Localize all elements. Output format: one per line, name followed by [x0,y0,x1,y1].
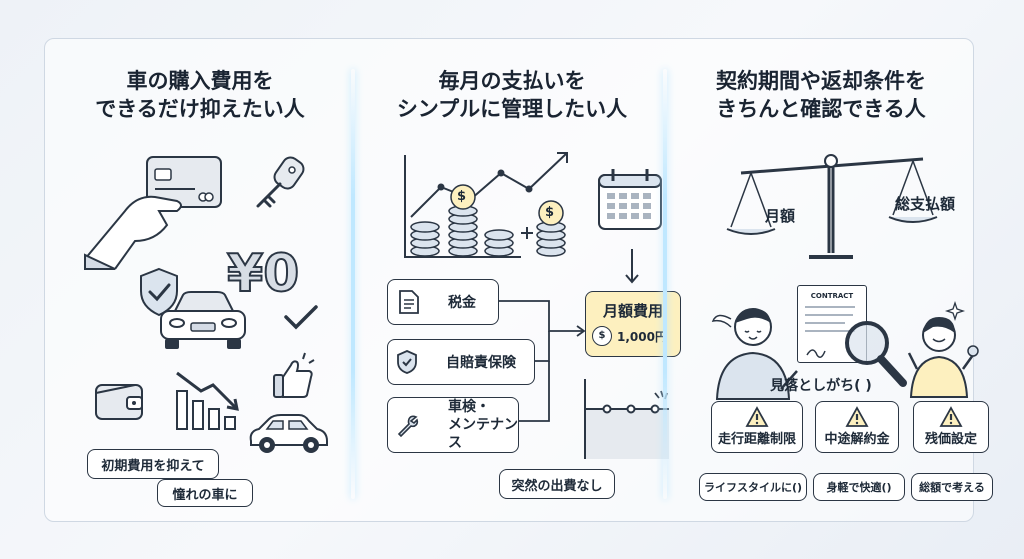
warning-mileage-limit: 走行距離制限 [711,401,803,453]
separator-1 [351,69,355,499]
warning-cancellation-fee: 中途解約金 [815,401,899,453]
cost-item-tax: 税金 [387,279,499,325]
coin-symbol-1: $ [457,189,467,204]
wrench-icon [397,415,419,438]
warning-icon [845,406,869,427]
cost-item-inspection: 車検・ メンテナンス [387,397,519,453]
monthly-amount-text: 1,000円 [617,329,667,344]
note-light-comfort: 身軽で快適() [813,473,905,501]
callout-initial-cost: 初期費用を抑えて [87,449,219,479]
balance-scale-icon [726,154,938,259]
oversight-label: 見落としがち( ) [770,378,872,394]
thumbs-up-icon [273,352,315,398]
monthly-cost-amount: $ 1,000円 [592,326,667,346]
column-monthly-payment: 毎月の支払いを シンプルに管理したい人 $ $ [357,39,681,521]
cost-item-insurance: 自賠責保険 [387,339,535,385]
person-left-icon [711,308,798,400]
price-zero-mark: ¥0 [226,243,300,305]
column-3-title: 契約期間や返却条件を きちんと確認できる人 [669,67,973,123]
cost-item-tax-label: 税金 [448,295,476,311]
column-purchase-cost: 車の購入費用を できるだけ抑えたい人 ¥0 [45,39,355,521]
monthly-cost-label: 月額費用 [602,302,663,320]
warning-residual-value: 残価設定 [913,401,989,453]
column-1-title: 車の購入費用を できるだけ抑えたい人 [45,67,355,123]
car-side-icon [249,414,328,453]
column-1-title-line-2: できるだけ抑えたい人 [95,97,305,121]
magnifier-icon [845,321,907,387]
arrow-down-icon [625,249,639,284]
coin-symbol-2: $ [545,205,555,220]
calendar-icon [598,169,662,230]
declining-bars-icon [176,371,239,430]
column-3-title-line-1: 契約期間や返却条件を [716,69,926,93]
separator-2 [663,69,667,499]
coin-icon: $ [592,326,612,346]
note-total-cost: 総額で考える [911,473,993,501]
column-contract-terms: 契約期間や返却条件を きちんと確認できる人 月額 総支払額 CONT [669,39,993,521]
warning-cancellation-label: 中途解約金 [824,432,890,447]
document-icon [399,290,419,314]
warning-mileage-label: 走行距離制限 [717,432,796,447]
column-3-title-line-2: きちんと確認できる人 [716,97,926,121]
warning-icon [745,406,769,427]
checkmark-icon [284,305,318,330]
hand-card-icon [84,156,222,270]
callout-no-surprise-cost: 突然の出費なし [499,469,615,499]
column-2-title-line-2: シンプルに管理したい人 [396,97,628,121]
cost-connector-lines [499,300,586,422]
warning-icon [939,406,963,427]
column-2-title-line-1: 毎月の支払いを [438,69,586,93]
shield-icon [397,350,417,374]
note-lifestyle: ライフスタイルに() [699,473,807,501]
car-key-icon [256,156,305,208]
contract-label: CONTRACT [810,292,854,300]
callout-dream-car: 憧れの車に [157,479,253,507]
scale-right-label: 総支払額 [895,195,956,213]
wallet-icon [95,384,143,420]
flat-cost-chart [584,379,669,459]
column-1-title-line-1: 車の購入費用を [126,69,274,93]
contract-lines [805,306,855,358]
column-2-title: 毎月の支払いを シンプルに管理したい人 [357,67,667,123]
cost-item-inspection-label: 車検・ メンテナンス [448,398,518,452]
cost-item-insurance-label: 自賠責保険 [446,355,516,371]
warning-residual-label: 残価設定 [924,432,977,447]
cost-item-inspection-line-1: 車検・ [448,399,490,415]
car-front-icon [160,291,246,349]
shield-check-icon [140,267,178,317]
person-right-icon [907,300,979,398]
coin-growth-icon [404,152,568,258]
cost-item-inspection-line-2: メンテナンス [448,417,518,451]
scale-left-label: 月額 [765,207,796,225]
infographic-frame: 車の購入費用を できるだけ抑えたい人 ¥0 [44,38,993,522]
